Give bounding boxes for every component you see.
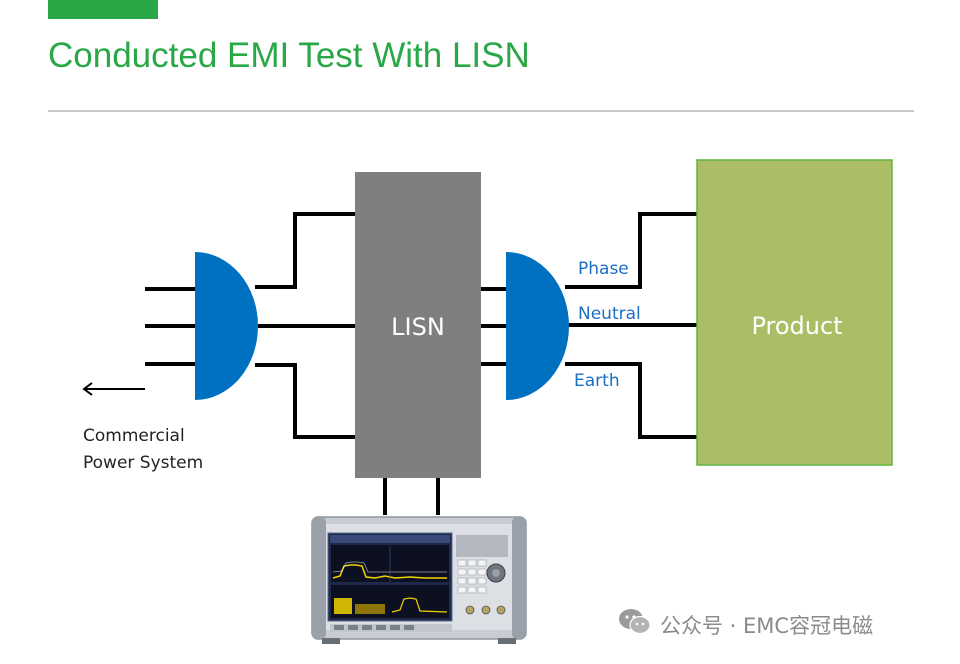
source-wires	[145, 287, 195, 366]
lisn-to-analyzer-wires	[383, 478, 440, 515]
source-label-line1: Commercial	[83, 426, 185, 446]
product-label: Product	[751, 312, 842, 340]
watermark-text: 公众号 · EMC容冠电磁	[660, 613, 874, 638]
lisn-box	[355, 172, 481, 478]
neutral-label: Neutral	[578, 304, 641, 324]
lisn-label: LISN	[391, 313, 445, 341]
wechat-icon	[618, 608, 652, 641]
page-title: Conducted EMI Test With LISN	[48, 36, 530, 75]
right-connector-to-product-wires	[565, 212, 697, 439]
lisn-to-right-connector-wires	[481, 287, 506, 366]
left-connector-shape	[195, 252, 258, 400]
spectrum-analyzer-icon	[311, 516, 527, 644]
accent-bar	[48, 0, 158, 19]
phase-label: Phase	[578, 259, 629, 279]
product-box	[696, 159, 893, 466]
source-label-line2: Power System	[83, 453, 203, 473]
right-connector-shape	[506, 252, 569, 400]
watermark: 公众号 · EMC容冠电磁	[618, 608, 873, 641]
left-connector-to-lisn-wires	[255, 212, 355, 439]
arrow-left-icon	[82, 382, 145, 396]
title-divider	[48, 110, 914, 112]
earth-label: Earth	[574, 371, 620, 391]
